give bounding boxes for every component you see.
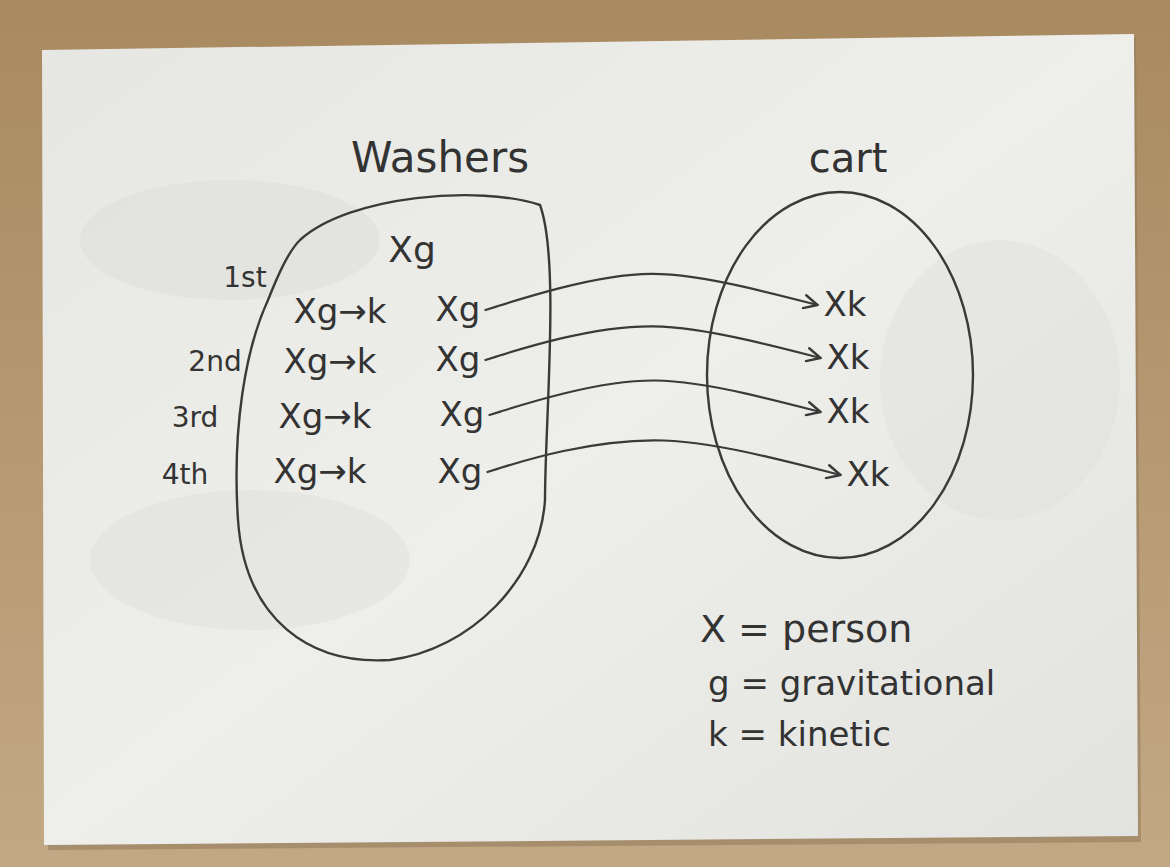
heading-holder: cart (809, 135, 888, 181)
key-entry: k = kinetic (708, 715, 891, 754)
key-entry: X = person (700, 608, 912, 652)
label-holder: Xg (388, 229, 436, 270)
energy-conversion: Xg→k (278, 397, 371, 436)
order-number: 3rd (172, 402, 219, 434)
label-holder: g = gravitational (708, 664, 995, 703)
node-text: Xk (847, 455, 890, 494)
key-entry: g = gravitational (708, 664, 995, 703)
energy-conversion: Xg→k (283, 342, 376, 381)
label-holder: Xg→k (273, 452, 366, 491)
person-gravitational: Xg (433, 339, 484, 380)
node-text: Xk (824, 285, 867, 324)
whiteboard (42, 34, 1138, 845)
label-holder: 3rd (172, 402, 219, 434)
region-outline-path (237, 195, 551, 660)
transfer-arrow (487, 440, 840, 475)
label-holder: Xg→k (293, 292, 386, 331)
order-number: 4th (162, 459, 209, 491)
cart-region: cartXkXkXkXk (705, 190, 975, 560)
node-text: Xg (440, 395, 485, 434)
node-text: Xg (436, 290, 481, 329)
transfer-arrow (485, 274, 817, 310)
smudge (90, 490, 410, 630)
label-holder: Xg→k (283, 342, 376, 381)
region-heading: cart (809, 135, 888, 181)
person-kinetic: Xk (824, 391, 873, 432)
transfer-arrow (485, 326, 820, 360)
node-text: Xg (436, 340, 481, 379)
label-holder: 4th (162, 459, 209, 491)
node-text: Xk (827, 338, 870, 377)
order-number: 2nd (188, 346, 241, 378)
person-kinetic: Xk (821, 284, 870, 325)
order-number: 1st (223, 262, 266, 294)
energy-symbol: Xg (388, 229, 436, 270)
label-holder: k = kinetic (708, 715, 891, 754)
label-holder: 2nd (188, 346, 241, 378)
energy-conversion: Xg→k (293, 292, 386, 331)
ellipse-outline-path (707, 192, 973, 558)
person-gravitational: Xg (435, 451, 486, 492)
person-gravitational: Xg (437, 394, 488, 435)
transfer-arrow (489, 380, 820, 415)
person-kinetic: Xk (844, 454, 893, 495)
region-heading: Washers (351, 134, 529, 182)
person-kinetic: Xk (824, 337, 873, 378)
smudge (880, 240, 1120, 520)
label-holder: Xg→k (278, 397, 371, 436)
node-text: Xk (827, 392, 870, 431)
person-gravitational: Xg (433, 289, 484, 330)
node-text: Xg (438, 452, 483, 491)
energy-conversion: Xg→k (273, 452, 366, 491)
label-holder: X = person (700, 608, 912, 652)
smudge (80, 180, 380, 300)
label-holder: 1st (223, 262, 266, 294)
heading-holder: Washers (351, 134, 529, 182)
